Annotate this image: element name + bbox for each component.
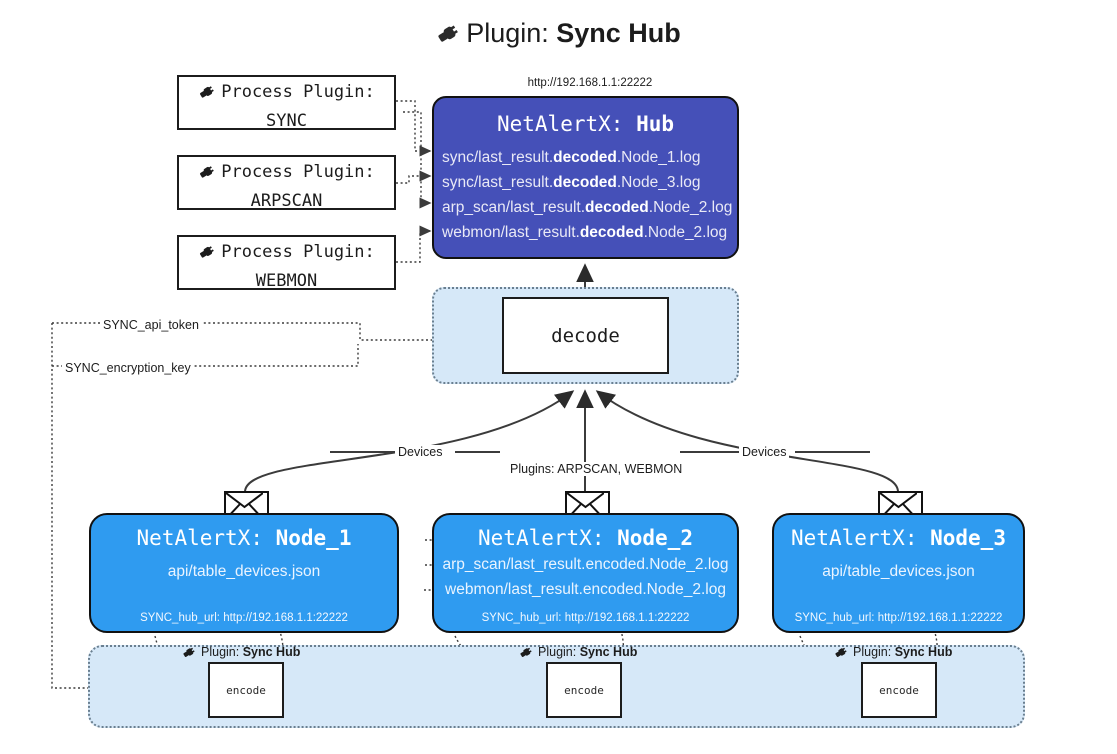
hub-title-name: Hub xyxy=(636,112,674,136)
page-title: Plugin: Sync Hub xyxy=(0,18,1117,52)
log-bold: decoded xyxy=(579,224,644,241)
encode-box-2[interactable]: encode xyxy=(546,662,622,718)
encoder-label-prefix: Plugin: xyxy=(201,645,243,659)
node-line: api/table_devices.json xyxy=(167,563,321,580)
plug-icon xyxy=(198,82,217,108)
hub-url-label: http://192.168.1.1:22222 xyxy=(527,77,653,89)
log-pre: sync/last_result. xyxy=(442,149,554,166)
node-title-name: Node_2 xyxy=(617,526,693,550)
node-line: api/table_devices.json xyxy=(822,563,975,580)
process-plugin-label: Process Plugin: xyxy=(221,162,375,182)
node-footer: SYNC_hub_url: http://192.168.1.1:22222 xyxy=(140,612,348,624)
node-lines: arp_scan/last_result.encoded.Node_2.log … xyxy=(434,552,737,602)
plug-icon xyxy=(436,21,462,52)
process-plugin-label: Process Plugin: xyxy=(221,82,375,102)
node-3[interactable]: NetAlertX: Node_3 api/table_devices.json… xyxy=(772,513,1025,633)
encoder-label-name: Sync Hub xyxy=(242,645,301,659)
hub-log-list: sync/last_result.decoded.Node_1.log sync… xyxy=(434,145,737,245)
process-plugin-sync[interactable]: Process Plugin: SYNC xyxy=(177,75,396,131)
page-title-name: Sync Hub xyxy=(556,18,681,48)
hub-log-row: arp_scan/last_result.decoded.Node_2.log xyxy=(434,195,737,220)
encoder-label-1: Plugin: Sync Hub xyxy=(182,645,300,662)
plug-icon xyxy=(182,645,197,662)
encoder-label-name: Sync Hub xyxy=(579,645,638,659)
encoder-label-prefix: Plugin: xyxy=(853,645,895,659)
log-post: .Node_2.log xyxy=(643,224,728,241)
decode-box[interactable]: decode xyxy=(502,297,669,374)
hub-title-prefix: NetAlertX: xyxy=(496,112,637,136)
hub-node[interactable]: NetAlertX: Hub sync/last_result.decoded.… xyxy=(432,96,739,259)
process-plugin-label: Process Plugin: xyxy=(221,242,375,262)
plug-icon xyxy=(198,242,217,268)
edge-label-devices-left: Devices xyxy=(395,445,446,459)
node-2[interactable]: NetAlertX: Node_2 arp_scan/last_result.e… xyxy=(432,513,739,633)
log-pre: webmon/last_result. xyxy=(442,224,580,241)
plug-icon xyxy=(198,162,217,188)
process-plugin-header: Process Plugin: xyxy=(179,159,394,188)
process-plugin-name: ARPSCAN xyxy=(250,191,323,211)
encoder-label-3: Plugin: Sync Hub xyxy=(834,645,952,662)
edge-label-api-token: SYNC_api_token xyxy=(100,318,202,332)
node-title: NetAlertX: Node_2 xyxy=(434,526,737,550)
node-title-prefix: NetAlertX: xyxy=(791,526,931,550)
encode-box-3[interactable]: encode xyxy=(861,662,937,718)
node-1[interactable]: NetAlertX: Node_1 api/table_devices.json… xyxy=(89,513,399,633)
node-title-prefix: NetAlertX: xyxy=(478,526,618,550)
encode-box-1[interactable]: encode xyxy=(208,662,284,718)
process-plugin-arpscan[interactable]: Process Plugin: ARPSCAN xyxy=(177,155,396,211)
log-post: .Node_1.log xyxy=(616,149,701,166)
page-title-prefix: Plugin: xyxy=(466,18,557,48)
process-plugin-webmon[interactable]: Process Plugin: WEBMON xyxy=(177,235,396,291)
node-lines: api/table_devices.json xyxy=(91,559,397,584)
node-lines: api/table_devices.json xyxy=(774,559,1023,584)
log-pre: arp_scan/last_result. xyxy=(442,199,586,216)
node-title-name: Node_1 xyxy=(275,526,352,550)
node-footer: SYNC_hub_url: http://192.168.1.1:22222 xyxy=(481,612,690,624)
process-plugin-name: SYNC xyxy=(266,111,307,131)
encoder-label-prefix: Plugin: xyxy=(538,645,580,659)
encoder-label-2: Plugin: Sync Hub xyxy=(519,645,637,662)
node-line: arp_scan/last_result.encoded.Node_2.log xyxy=(442,556,729,573)
hub-log-row: sync/last_result.decoded.Node_1.log xyxy=(434,145,737,170)
hub-log-row: sync/last_result.decoded.Node_3.log xyxy=(434,170,737,195)
node-footer: SYNC_hub_url: http://192.168.1.1:22222 xyxy=(794,612,1003,624)
hub-title: NetAlertX: Hub xyxy=(434,112,737,136)
node-title: NetAlertX: Node_3 xyxy=(774,526,1023,550)
log-post: .Node_3.log xyxy=(616,174,701,191)
log-bold: decoded xyxy=(553,149,617,166)
node-title: NetAlertX: Node_1 xyxy=(91,526,397,550)
plug-icon xyxy=(834,645,849,662)
log-pre: sync/last_result. xyxy=(442,174,554,191)
hub-log-row: webmon/last_result.decoded.Node_2.log xyxy=(434,220,737,245)
log-bold: decoded xyxy=(585,199,649,216)
log-bold: decoded xyxy=(553,174,617,191)
edge-label-plugins: Plugins: ARPSCAN, WEBMON xyxy=(507,462,686,476)
process-plugin-header: Process Plugin: xyxy=(179,79,394,108)
process-plugin-header: Process Plugin: xyxy=(179,239,394,268)
node-title-prefix: NetAlertX: xyxy=(136,526,276,550)
edge-label-devices-right: Devices xyxy=(739,445,790,459)
log-post: .Node_2.log xyxy=(648,199,733,216)
node-title-name: Node_3 xyxy=(930,526,1006,550)
node-line: webmon/last_result.encoded.Node_2.log xyxy=(445,581,726,598)
encoder-label-name: Sync Hub xyxy=(894,645,953,659)
plug-icon xyxy=(519,645,534,662)
edge-label-encryption-key: SYNC_encryption_key xyxy=(62,361,194,375)
process-plugin-name: WEBMON xyxy=(255,271,318,291)
